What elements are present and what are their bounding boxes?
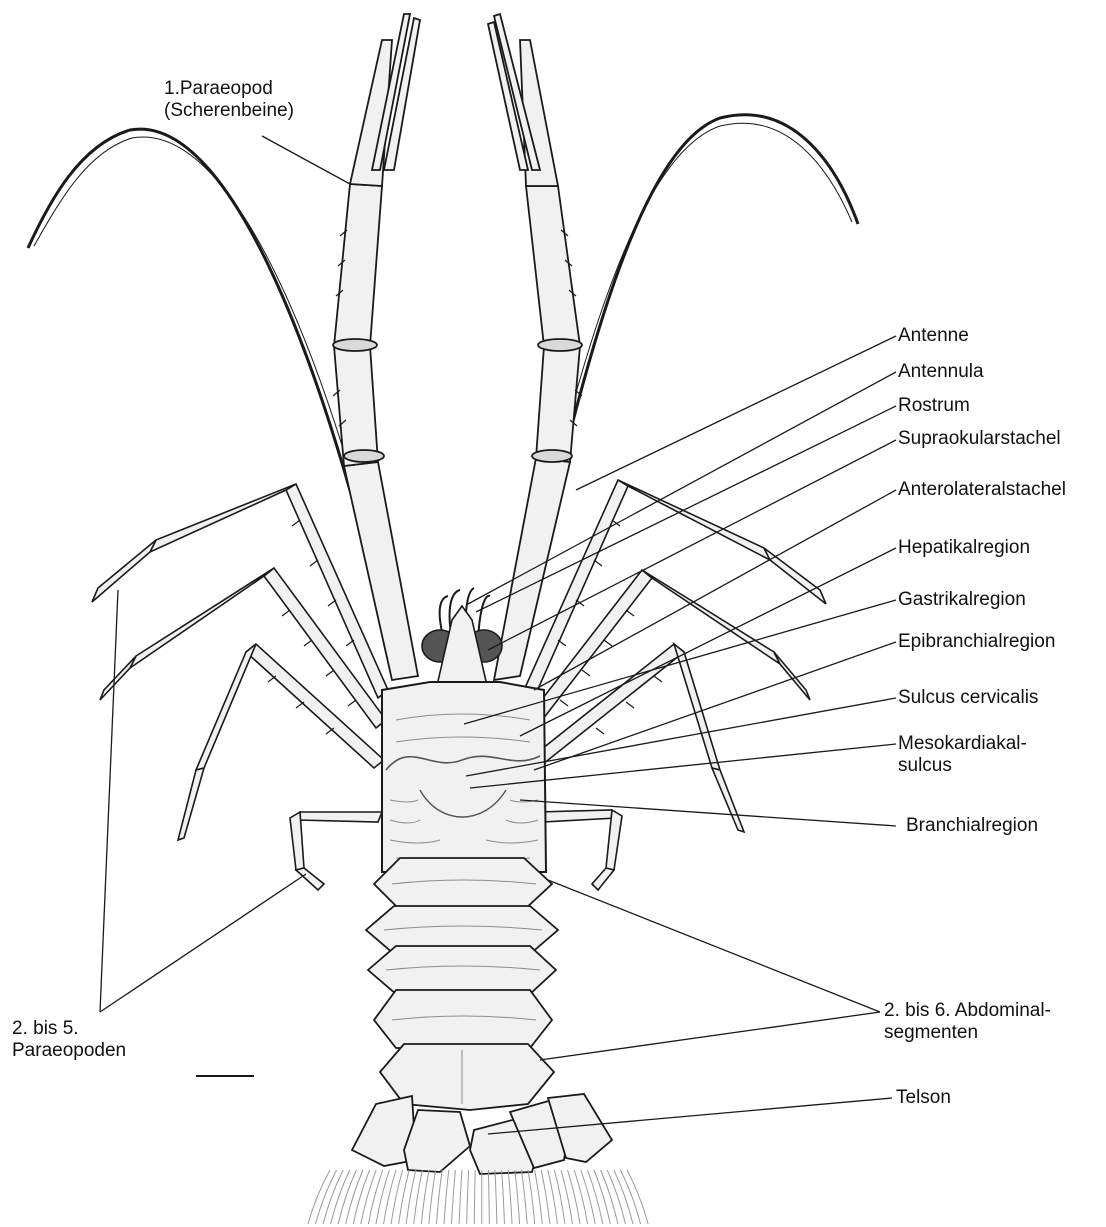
label-gastrikalregion: Gastrikalregion [898,589,1026,611]
seta-line [459,1170,462,1224]
seta-line [541,1170,550,1224]
seta-line [561,1170,573,1224]
seta-line [467,1170,469,1224]
seta-line [587,1170,602,1224]
seta-line [528,1170,535,1224]
seta-line [581,1170,595,1224]
label-paraeopod1-line2: (Scherenbeine) [164,100,294,122]
seta-line [495,1170,497,1224]
leader-paraeopoden-a [100,590,118,1012]
right-walking-legs [524,480,826,890]
seta-line [515,1170,520,1224]
label-mesokardiakalsulcus: Mesokardiakal- sulcus [898,733,1027,777]
seta-line [535,1170,543,1224]
label-anterolateralstachel: Anterolateralstachel [898,479,1066,501]
head [422,588,502,690]
seta-line [391,1170,403,1224]
seta-line [521,1170,527,1224]
leader-abdominal-b [540,1012,880,1060]
left-walking-legs [92,484,388,890]
label-antennula: Antennula [898,361,984,383]
label-antenne: Antenne [898,325,969,347]
label-mesokardiakalsulcus-line1: Mesokardiakal- [898,733,1027,755]
seta-line [502,1170,505,1224]
label-supraokularstachel: Supraokularstachel [898,428,1061,450]
label-abdominalsegmente-line2: segmenten [884,1022,1051,1044]
label-rostrum: Rostrum [898,395,970,417]
leader-anterolateralstachel [534,490,896,690]
label-abdominalsegmente-line1: 2. bis 6. Abdominal- [884,1000,1051,1022]
label-sulcus-cervicalis: Sulcus cervicalis [898,687,1038,709]
right-cheliped [488,14,582,680]
abdominal-segment-4 [368,946,556,994]
seta-line [421,1170,429,1224]
seta-line [368,1170,382,1224]
seta-line [414,1170,423,1224]
label-branchialregion: Branchialregion [906,815,1038,837]
seta-line [444,1170,449,1224]
leader-paraeopod1 [262,136,350,184]
seta-line [429,1170,436,1224]
tail-setae [308,1170,648,1224]
label-epibranchialregion: Epibranchialregion [898,631,1055,653]
label-mesokardiakalsulcus-line2: sulcus [898,755,1027,777]
label-paraeopod1: 1.Paraeopod (Scherenbeine) [164,78,294,122]
seta-line [436,1170,442,1224]
label-paraeopoden-line1: 2. bis 5. [12,1018,126,1040]
label-telson: Telson [896,1087,951,1109]
seta-line [474,1170,475,1224]
seta-line [568,1170,580,1224]
seta-line [452,1170,456,1224]
seta-line [308,1170,330,1224]
leader-abdominal-a [548,880,880,1012]
seta-line [361,1170,376,1224]
seta-line [384,1170,396,1224]
label-paraeopoden: 2. bis 5. Paraeopoden [12,1018,126,1062]
left-uropod-inner [404,1110,470,1172]
leader-antenne [576,336,896,490]
left-cheliped [333,14,420,680]
abdominal-segment-2 [374,858,552,910]
label-abdominalsegmente: 2. bis 6. Abdominal- segmenten [884,1000,1051,1044]
carapace [382,682,546,872]
seta-line [488,1170,489,1224]
seta-line [574,1170,587,1224]
seta-line [376,1170,389,1224]
label-paraeopod1-line1: 1.Paraeopod [164,78,294,100]
leader-paraeopoden-b [100,874,306,1012]
label-hepatikalregion: Hepatikalregion [898,537,1030,559]
seta-line [508,1170,512,1224]
seta-line [627,1170,648,1224]
label-paraeopoden-line2: Paraeopoden [12,1040,126,1062]
